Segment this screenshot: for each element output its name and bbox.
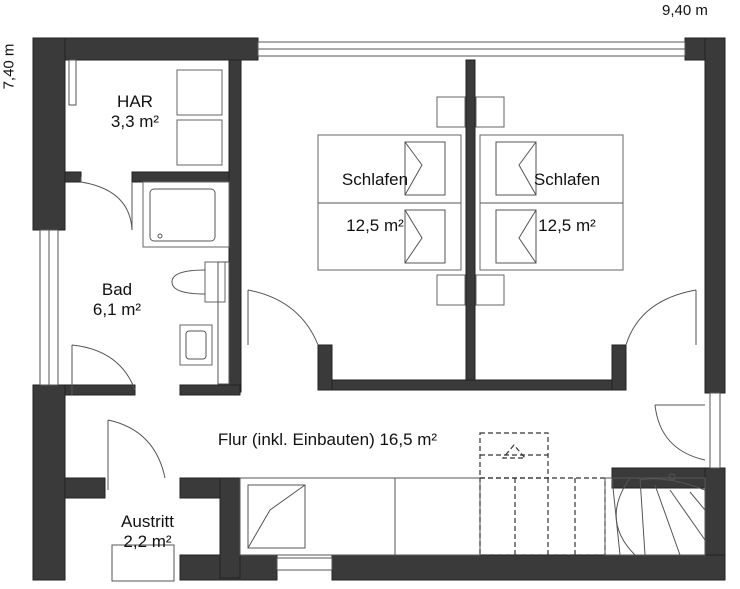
har-appliances bbox=[68, 59, 223, 166]
room-schlafen-left-area: 12,5 m² bbox=[346, 216, 404, 235]
room-schlafen-left-name: Schlafen bbox=[341, 170, 409, 189]
room-har-area: 3,3 m² bbox=[110, 112, 160, 131]
room-schlafen-right-name: Schlafen bbox=[533, 170, 601, 189]
room-bad-area: 6,1 m² bbox=[92, 300, 142, 319]
room-har: HAR 3,3 m² bbox=[95, 92, 175, 132]
bed-left bbox=[317, 96, 466, 306]
width-dimension: 9,40 m bbox=[662, 2, 708, 19]
room-bad-name: Bad bbox=[101, 280, 133, 299]
windows bbox=[39, 41, 721, 582]
walls bbox=[32, 37, 726, 581]
depth-dimension: 7,40 m bbox=[0, 43, 18, 90]
room-schlafen-right-area: 12,5 m² bbox=[538, 216, 596, 235]
staircase bbox=[479, 432, 706, 556]
room-austritt-area: 2,2 m² bbox=[123, 532, 172, 551]
room-flur-label: Flur (inkl. Einbauten) 16,5 m² bbox=[217, 430, 438, 449]
room-austritt: Austritt 2,2 m² bbox=[105, 512, 190, 552]
built-in-cabinets bbox=[239, 477, 481, 556]
bath-fixtures bbox=[142, 181, 230, 385]
room-har-name: HAR bbox=[117, 92, 153, 111]
room-austritt-name: Austritt bbox=[121, 512, 174, 531]
room-bad: Bad 6,1 m² bbox=[77, 280, 157, 320]
bed-right bbox=[475, 96, 624, 306]
doors bbox=[71, 177, 706, 490]
